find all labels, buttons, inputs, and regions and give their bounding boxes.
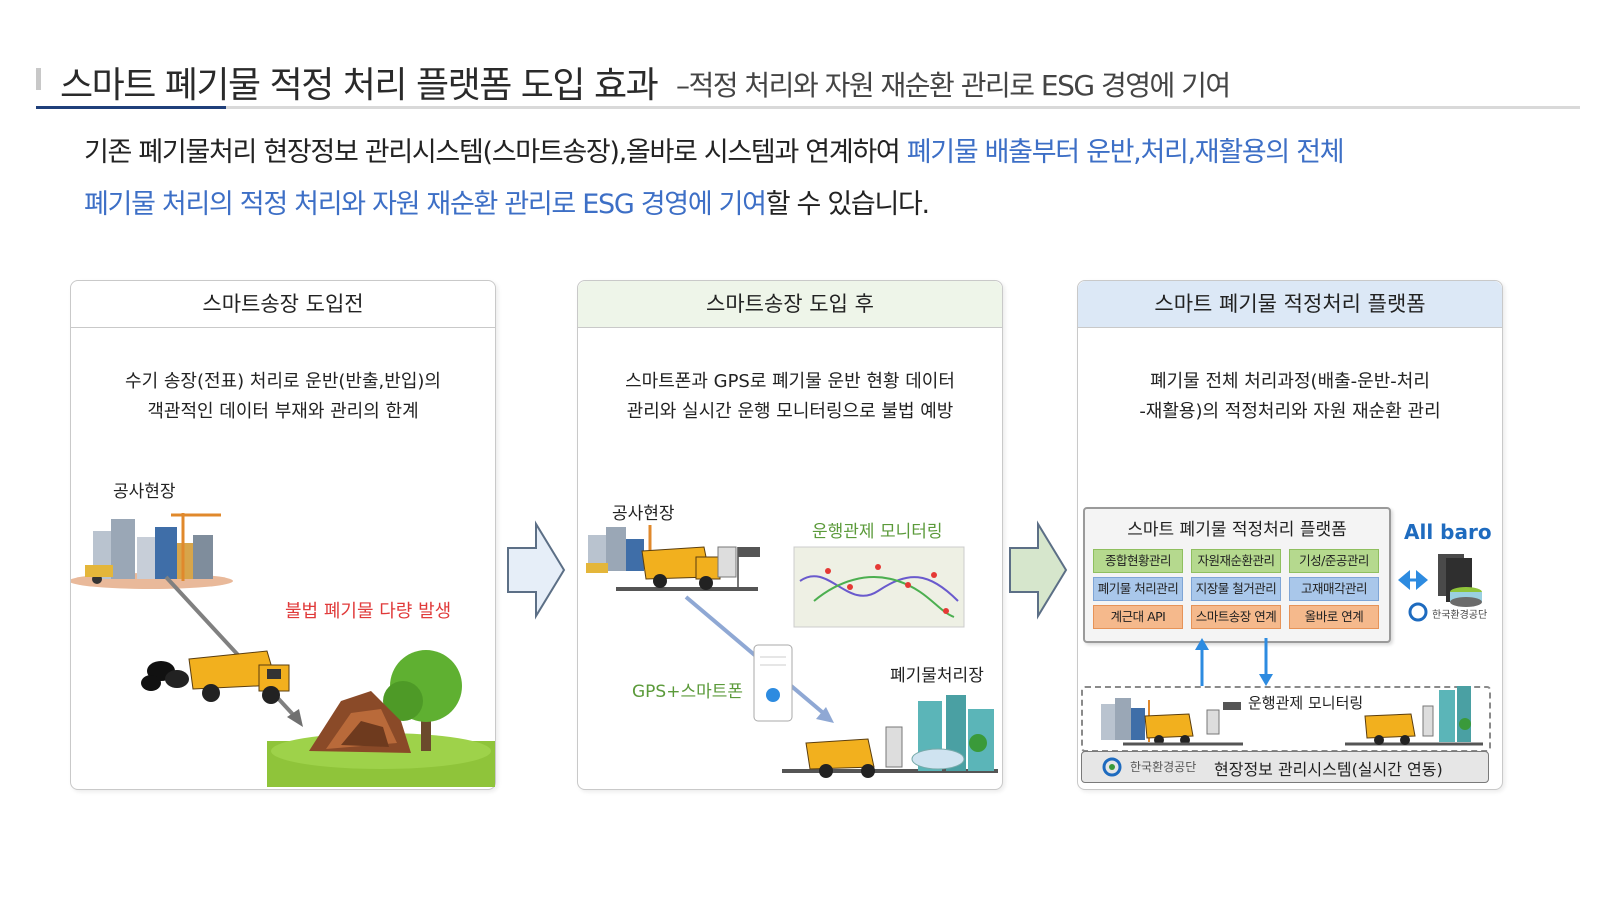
site-info-system-bar: 한국환경공단 현장정보 관리시스템(실시간 연동): [1081, 751, 1489, 783]
gps-flow-arrowhead: [816, 707, 834, 723]
flow-arrow-2: [1009, 520, 1068, 620]
smartphone-icon: [753, 644, 793, 722]
panel-desc-line: 관리와 실시간 운행 모니터링으로 불법 예방: [626, 401, 954, 422]
keco-logo-icon: [1102, 757, 1122, 777]
module-chip: 고재매각관리: [1289, 577, 1379, 601]
module-chip: 기성/준공관리: [1289, 549, 1379, 573]
monitoring-label: 운행관제 모니터링: [812, 522, 943, 542]
treatment-facility-icon: [1422, 686, 1471, 742]
flow-arrow-1: [507, 520, 566, 620]
module-chip: 폐기물 처리관리: [1093, 577, 1183, 601]
intro-line-1: 기존 폐기물처리 현장정보 관리시스템(스마트송장),올바로 시스템과 연계하여…: [84, 130, 1345, 169]
construction-site-icon: [586, 525, 652, 573]
panel-description: 폐기물 전체 처리과정(배출-운반-처리 -재활용)의 적정처리와 자원 재순환…: [1078, 367, 1502, 427]
dump-truck-icon: [141, 650, 290, 704]
down-arrow-icon: [1259, 674, 1273, 686]
allbaro-server-illustration: [1398, 554, 1482, 622]
database-server-icon: [1438, 554, 1482, 607]
panel-before: 스마트송장 도입전 수기 송장(전표) 처리로 운반(반출,반입)의 객관적인 …: [70, 280, 496, 790]
keco-logo: 한국환경공단: [1432, 610, 1488, 621]
panel-after: 스마트송장 도입 후 스마트폰과 GPS로 폐기물 운반 현황 데이터 관리와 …: [577, 280, 1003, 790]
platform-module-box: 스마트 폐기물 적정처리 플랫폼 종합현황관리 자원재순환관리 기성/준공관리 …: [1083, 507, 1391, 643]
system-label: 현장정보 관리시스템(실시간 연동): [1214, 760, 1443, 779]
flow-arrowhead: [287, 709, 303, 727]
sync-arrows: [1195, 638, 1273, 686]
panel-desc-line: 수기 송장(전표) 처리로 운반(반출,반입)의: [125, 371, 441, 392]
panel-desc-line: 스마트폰과 GPS로 폐기물 운반 현황 데이터: [625, 371, 955, 392]
construction-site-label: 공사현장: [113, 482, 176, 502]
platform-title: 스마트 폐기물 적정처리 플랫폼: [1127, 520, 1347, 540]
allbaro-logo: All baro: [1404, 520, 1492, 544]
construction-site-label: 공사현장: [612, 504, 675, 524]
keco-logo-icon: [1408, 602, 1428, 622]
up-arrow-icon: [1195, 638, 1209, 650]
illegal-waste-warning: 불법 폐기물 다량 발생: [285, 601, 452, 622]
panel-description: 스마트폰과 GPS로 폐기물 운반 현황 데이터 관리와 실시간 운행 모니터링…: [578, 367, 1002, 427]
construction-site-icon: [71, 513, 233, 589]
intro-line-2: 폐기물 처리의 적정 처리와 자원 재순환 관리로 ESG 경영에 기여할 수 …: [84, 182, 930, 221]
page-subtitle: –적정 처리와 자원 재순환 관리로 ESG 경영에 기여: [676, 69, 1231, 102]
module-chip: 지장물 철거관리: [1191, 577, 1281, 601]
page-title: 스마트 폐기물 적정 처리 플랫폼 도입 효과: [60, 65, 659, 106]
panel-title: 스마트송장 도입전: [71, 281, 495, 328]
intro-text: 할 수 있습니다.: [765, 189, 930, 220]
module-chip: 자원재순환관리: [1191, 549, 1281, 573]
panel-after-illustration: [586, 525, 998, 778]
panel-desc-line: -재활용)의 적정처리와 자원 재순환 관리: [1139, 401, 1441, 422]
monitoring-illustration: [1101, 686, 1483, 746]
title-divider-accent: [36, 106, 226, 109]
panel-title: 스마트 폐기물 적정처리 플랫폼: [1078, 281, 1502, 328]
construction-site-icon: [1101, 698, 1150, 742]
intro-highlight: 폐기물 처리의 적정 처리와 자원 재순환 관리로 ESG 경영에 기여: [84, 189, 767, 220]
weighing-sensor-icon: [1206, 709, 1220, 735]
title-marker: [36, 68, 41, 90]
route-map-image: [793, 546, 965, 628]
dump-truck-icon: [805, 738, 875, 778]
flow-line: [164, 575, 301, 723]
treatment-facility-icon: [885, 695, 994, 771]
waste-pile-icon: [267, 650, 495, 787]
treatment-facility-label: 폐기물처리장: [890, 666, 984, 686]
module-chip: 올바로 연계: [1289, 605, 1379, 629]
dump-truck-icon: [1144, 713, 1194, 745]
module-chip: 스마트송장 연계: [1191, 605, 1281, 629]
gps-smartphone-label: GPS+스마트폰: [632, 682, 744, 702]
camera-icon: [1223, 702, 1241, 710]
keco-logo: 한국환경공단: [1130, 760, 1197, 774]
dump-truck-icon: [1364, 713, 1416, 745]
panel-description: 수기 송장(전표) 처리로 운반(반출,반입)의 객관적인 데이터 부재와 관리…: [71, 367, 495, 427]
panel-desc-line: 객관적인 데이터 부재와 관리의 한계: [147, 401, 419, 422]
dump-truck-icon: [641, 546, 721, 590]
module-chip: 종합현황관리: [1093, 549, 1183, 573]
weighing-sensor-icon: [717, 546, 760, 587]
module-chip: 계근대 API: [1093, 605, 1183, 629]
panel-desc-line: 폐기물 전체 처리과정(배출-운반-처리: [1150, 371, 1430, 392]
intro-highlight: 폐기물 배출부터 운반,처리,재활용의 전체: [906, 137, 1345, 168]
monitoring-label: 운행관제 모니터링: [1248, 694, 1364, 712]
panel-before-illustration: [71, 513, 495, 787]
title-divider: [36, 106, 1580, 109]
intro-text: 기존 폐기물처리 현장정보 관리시스템(스마트송장),올바로 시스템과 연계하여: [84, 137, 907, 168]
panel-title: 스마트송장 도입 후: [578, 281, 1002, 328]
